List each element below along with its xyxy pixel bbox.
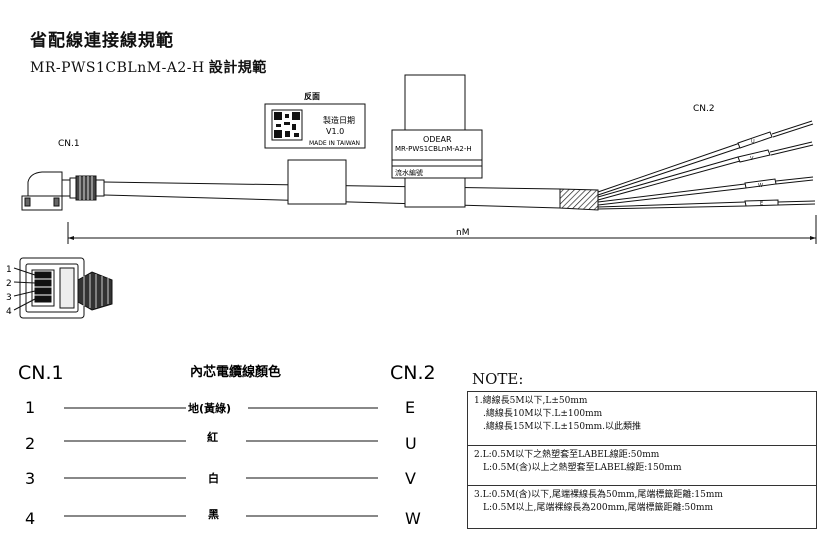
note-section-3: 3.L:0.5M(含)以下,尾端裸線長為50mm,尾端標籤距離:15mm L:0… bbox=[468, 485, 816, 529]
length-label: nM bbox=[456, 228, 469, 238]
pin-number-1: 1 bbox=[6, 265, 12, 275]
label2-model: MR-PWS1CBLnM-A2-H bbox=[395, 145, 472, 153]
label1-caption: 反面 bbox=[304, 91, 320, 101]
split-wires bbox=[597, 142, 747, 210]
length-dimension bbox=[67, 215, 817, 244]
cn2-drawing-label: CN.2 bbox=[693, 104, 715, 114]
notes-box: 1.總線長5M以下,L±50mm .總線長10M以下.L±100mm .總線長1… bbox=[467, 391, 817, 529]
wiring-row: 2 紅 U bbox=[25, 430, 417, 453]
cn1-connector bbox=[21, 171, 105, 211]
wiring-left-header: CN.1 bbox=[18, 362, 64, 384]
wiring-row-color: 紅 bbox=[207, 430, 218, 444]
note-section-2: 2.L:0.5M以下之熱塑套至LABEL線距:50mm L:0.5M(含)以上之… bbox=[468, 445, 816, 485]
wiring-row-pin: 2 bbox=[25, 434, 35, 453]
wire-tag-u-text: U bbox=[751, 139, 755, 145]
label1-version: V1.0 bbox=[326, 127, 344, 136]
label1-date: 製造日期 bbox=[323, 115, 355, 125]
braid-section bbox=[559, 188, 599, 211]
shrink-sleeve-1 bbox=[287, 159, 347, 205]
wire-tag-w: W bbox=[744, 176, 814, 189]
wire-tag-u: U bbox=[737, 120, 814, 149]
wiring-row-signal: V bbox=[405, 469, 416, 488]
wiring-right-header: CN.2 bbox=[390, 362, 436, 384]
qr-code-icon bbox=[271, 109, 303, 141]
wiring-row-pin: 4 bbox=[25, 509, 35, 528]
note-line: .總線長10M以下.L±100mm bbox=[483, 409, 603, 419]
cn1-front-view bbox=[13, 257, 113, 319]
wiring-row-signal: E bbox=[405, 398, 415, 417]
wiring-row-signal: W bbox=[405, 509, 421, 528]
wire-tag-v-text: V bbox=[750, 156, 754, 162]
cn1-drawing-label: CN.1 bbox=[58, 139, 80, 149]
wiring-row: 1 地(黃綠) E bbox=[25, 398, 415, 417]
wiring-row-color: 黑 bbox=[208, 508, 219, 521]
label-2: ODEAR MR-PWS1CBLnM-A2-H 流水編號 bbox=[391, 129, 483, 179]
wiring-row-pin: 3 bbox=[25, 469, 35, 488]
note-line: L:0.5M以上,尾端裸線長為200mm,尾端標籤距離:50mm bbox=[483, 503, 714, 513]
pin-number-4: 4 bbox=[6, 307, 12, 317]
note-section-1: 1.總線長5M以下,L±50mm .總線長10M以下.L±100mm .總線長1… bbox=[468, 392, 816, 445]
note-line: 3.L:0.5M(含)以下,尾端裸線長為50mm,尾端標籤距離:15mm bbox=[474, 490, 723, 500]
label1-made-in: MADE IN TAIWAN bbox=[309, 140, 360, 147]
label-1: 製造日期 V1.0 MADE IN TAIWAN bbox=[264, 103, 366, 149]
wiring-row-pin: 1 bbox=[25, 398, 35, 417]
wiring-center-header: 內芯電纜線顏色 bbox=[190, 364, 281, 380]
note-line: L:0.5M(含)以上之熱塑套至LABEL線距:150mm bbox=[483, 463, 682, 473]
wiring-row-color: 地(黃綠) bbox=[188, 401, 231, 415]
wire-tag-w-text: W bbox=[758, 183, 763, 189]
wiring-row: 4 黑 W bbox=[25, 508, 421, 528]
note-line: 1.總線長5M以下,L±50mm bbox=[474, 396, 588, 406]
wire-tag-v: V bbox=[737, 141, 814, 163]
wiring-row: 3 白 V bbox=[25, 469, 416, 488]
wiring-table: CN.1 內芯電纜線顏色 CN.2 1 地(黃綠) E 2 紅 U 3 白 V … bbox=[18, 362, 436, 528]
notes-title: NOTE: bbox=[472, 370, 524, 388]
pin-number-2: 2 bbox=[6, 279, 12, 289]
wire-tag-e-text: E bbox=[760, 201, 763, 207]
model-code: MR-PWS1CBLnM-A2-H bbox=[30, 60, 205, 76]
pin-number-3: 3 bbox=[6, 293, 12, 303]
page-title: 省配線連接線規範 bbox=[30, 31, 174, 51]
label2-brand: ODEAR bbox=[423, 135, 452, 144]
wiring-row-signal: U bbox=[405, 434, 417, 453]
note-line: 2.L:0.5M以下之熱塑套至LABEL線距:50mm bbox=[474, 450, 660, 460]
label2-serial: 流水編號 bbox=[395, 168, 423, 177]
note-line: .總線長15M以下.L±150mm.以此類推 bbox=[483, 422, 642, 432]
wiring-row-color: 白 bbox=[208, 471, 219, 485]
wire-tag-e: E bbox=[744, 199, 816, 207]
model-suffix: 設計規範 bbox=[208, 60, 267, 76]
